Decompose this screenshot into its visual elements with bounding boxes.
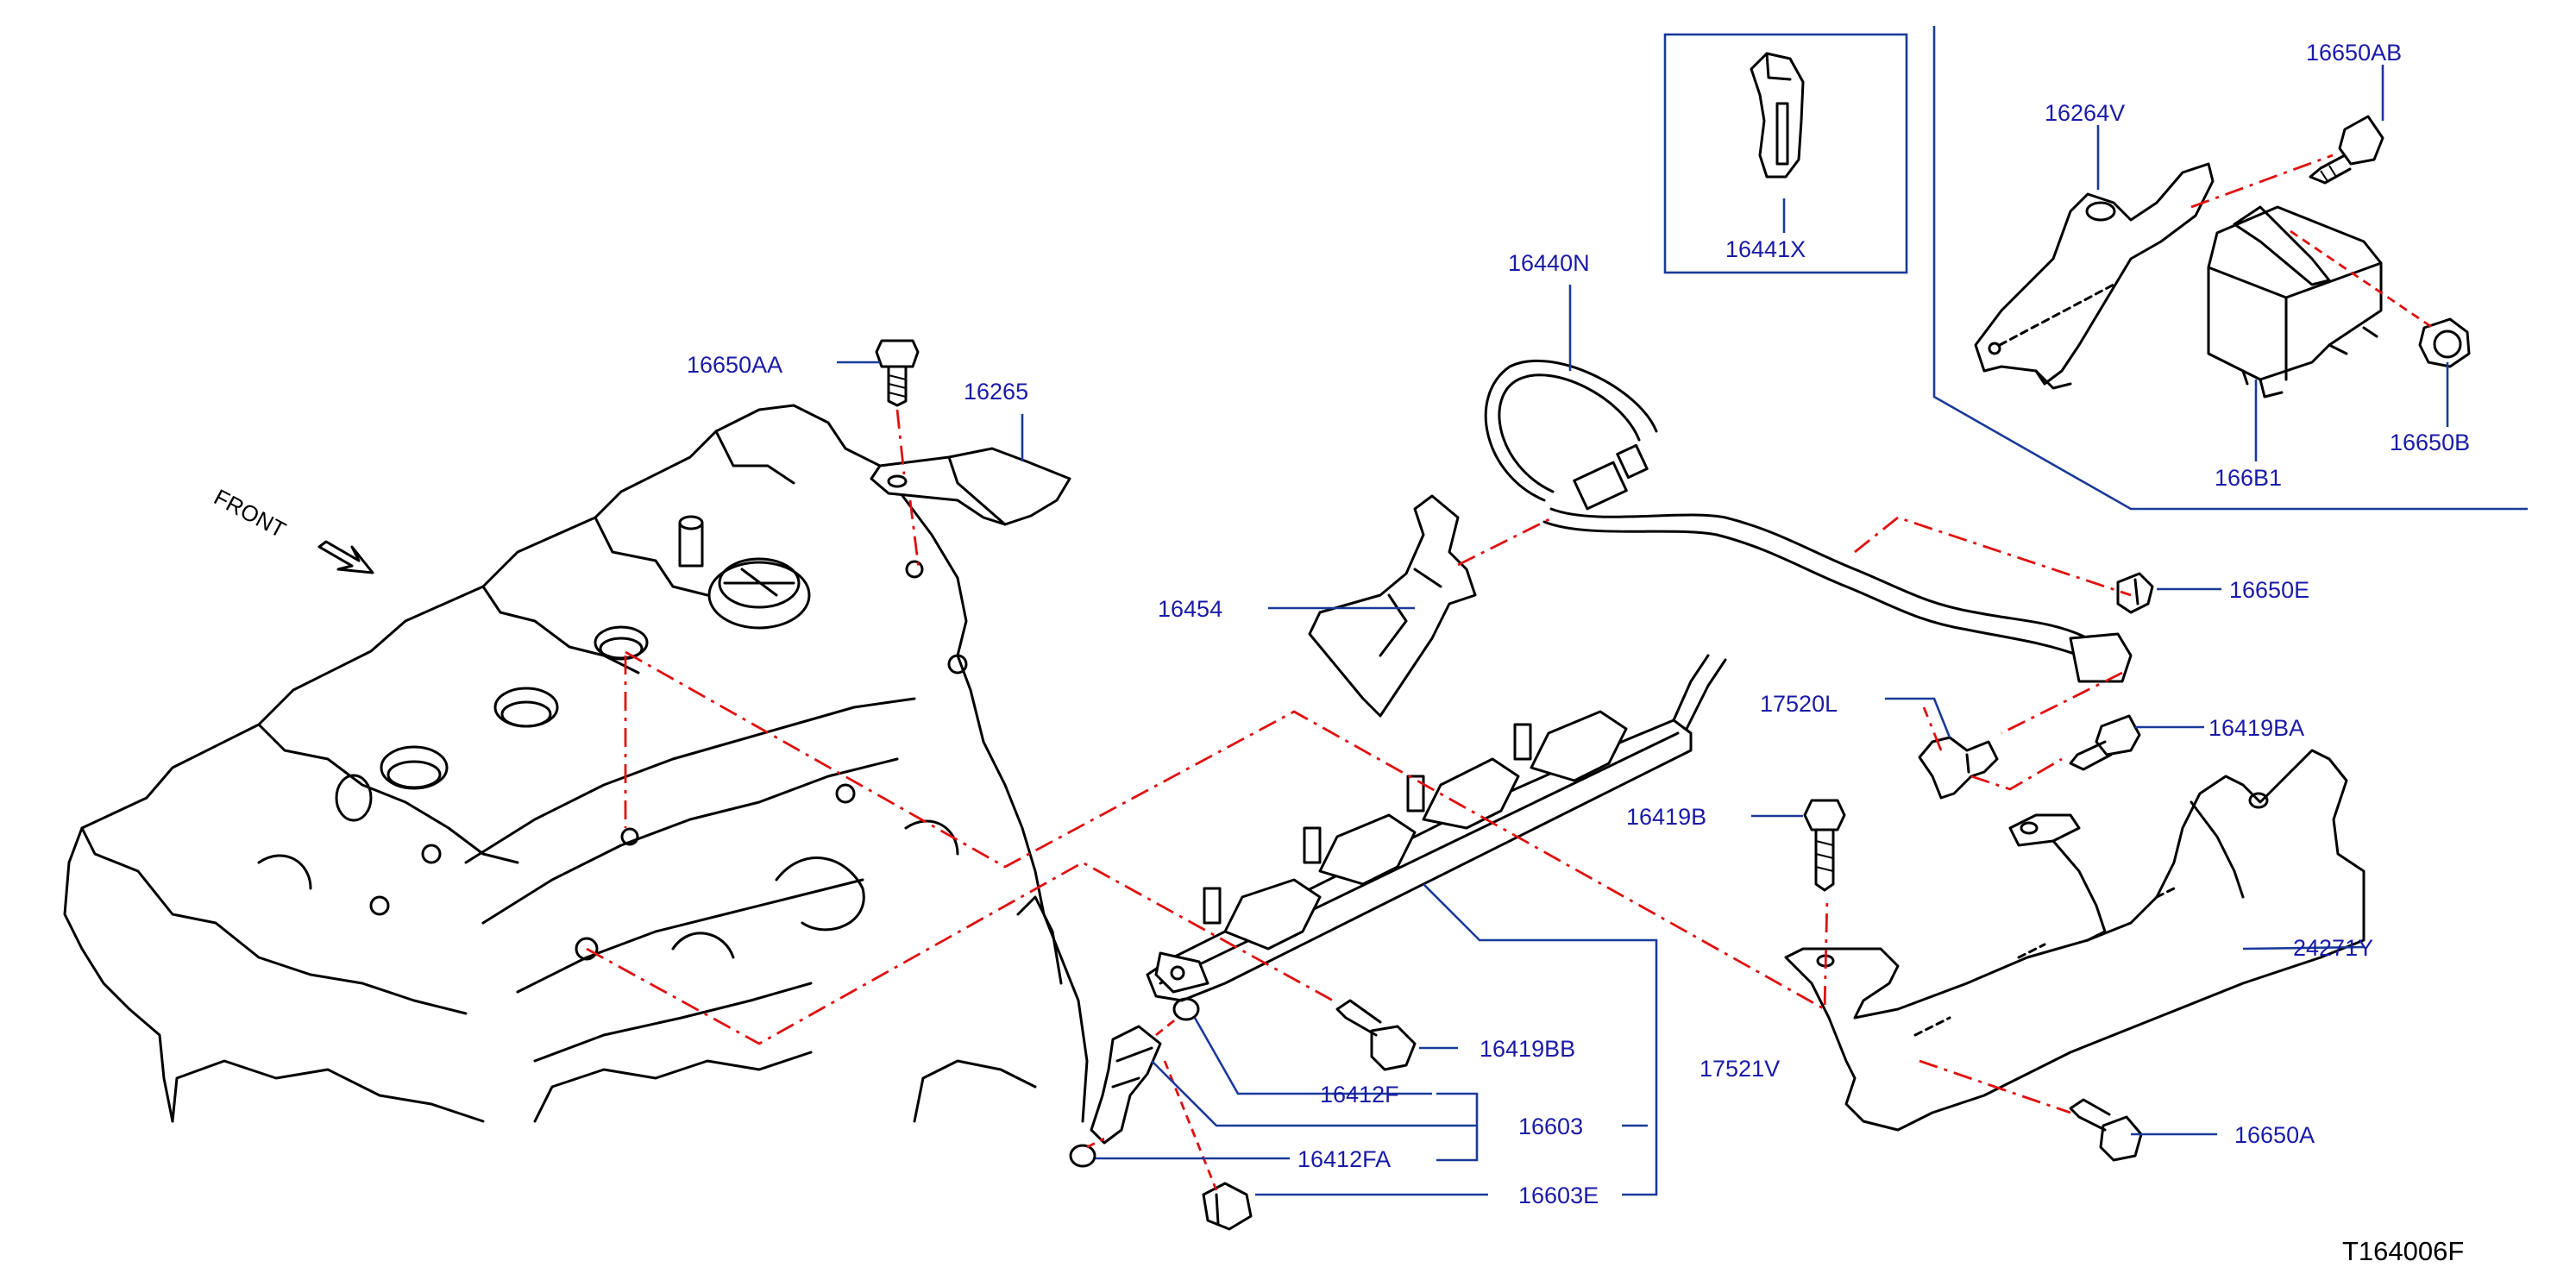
nut-16650B	[2418, 317, 2471, 368]
label-166B1: 166B1	[2215, 465, 2282, 491]
bolt-16650A	[2069, 1098, 2143, 1162]
label-24271Y: 24271Y	[2293, 935, 2373, 961]
heat-shield-24271Y	[1784, 749, 2366, 1132]
label-16650B: 16650B	[2390, 430, 2470, 455]
label-16650AA: 16650AA	[687, 352, 782, 378]
leader-lines	[837, 65, 2449, 1196]
center-line-16650A	[1919, 1059, 2071, 1114]
center-line-hose-to-clip	[1854, 516, 2132, 597]
label-16441X: 16441X	[1725, 236, 1806, 262]
label-16650A: 16650A	[2234, 1122, 2315, 1148]
label-16454: 16454	[1158, 596, 1222, 622]
clip-16603E	[1202, 1182, 1253, 1231]
clip-16441X	[1750, 52, 1805, 179]
label-16603E: 16603E	[1518, 1183, 1599, 1208]
bolt-16650AB	[2309, 115, 2384, 185]
engine-cylinder-head	[63, 404, 1089, 1123]
bracket-16265	[870, 447, 1071, 526]
label-16650E: 16650E	[2229, 577, 2309, 603]
label-16419BA: 16419BA	[2208, 715, 2304, 741]
center-line-hose-to-bracket	[1457, 516, 1554, 567]
bracket-16454	[1308, 494, 1477, 718]
label-16440N: 16440N	[1508, 250, 1590, 276]
o-ring-16412F	[1172, 997, 1200, 1021]
clip-16650E	[2116, 572, 2154, 614]
bolt-16650AA	[875, 339, 920, 407]
label-16419B: 16419B	[1626, 804, 1706, 830]
label-16264V: 16264V	[2045, 100, 2125, 126]
hose-16440N	[1484, 359, 2133, 683]
label-16265: 16265	[964, 379, 1028, 405]
bolt-16419B	[1803, 799, 1846, 892]
center-line-17520L	[1970, 757, 2063, 791]
inset-frame-16441X	[1663, 33, 1908, 274]
bracket-17520L	[1918, 736, 1999, 800]
hidden-line-16264V	[1998, 283, 2115, 347]
bolt-16419BA	[2069, 714, 2141, 771]
region-divider	[1932, 26, 2528, 511]
label-16412F: 16412F	[1320, 1082, 1399, 1107]
front-arrow-icon	[317, 540, 374, 574]
o-ring-16412FA	[1069, 1144, 1096, 1168]
label-16650AB: 16650AB	[2306, 40, 2402, 66]
center-line-rail-to-head-2	[586, 861, 1334, 1045]
label-16412FA: 16412FA	[1297, 1146, 1391, 1172]
injector-16603	[1090, 1025, 1162, 1145]
label-16419BB: 16419BB	[1480, 1036, 1575, 1062]
diagram-code: T164006F	[2342, 1236, 2464, 1266]
bracket-16264V	[1974, 162, 2215, 390]
module-166B1	[2207, 205, 2383, 398]
front-label: FRONT	[210, 484, 290, 543]
label-17521V: 17521V	[1700, 1056, 1780, 1082]
center-line-16650AB	[2190, 154, 2334, 209]
label-17520L: 17520L	[1760, 691, 1838, 717]
label-16603: 16603	[1518, 1114, 1583, 1139]
center-line-16650E	[1922, 671, 2123, 751]
center-line-16650AA	[895, 409, 920, 570]
bolt-16419BB	[1335, 999, 1417, 1071]
center-line-rail-to-head-1	[625, 650, 1829, 1012]
fuel-rail-17521V	[1146, 654, 1727, 1002]
